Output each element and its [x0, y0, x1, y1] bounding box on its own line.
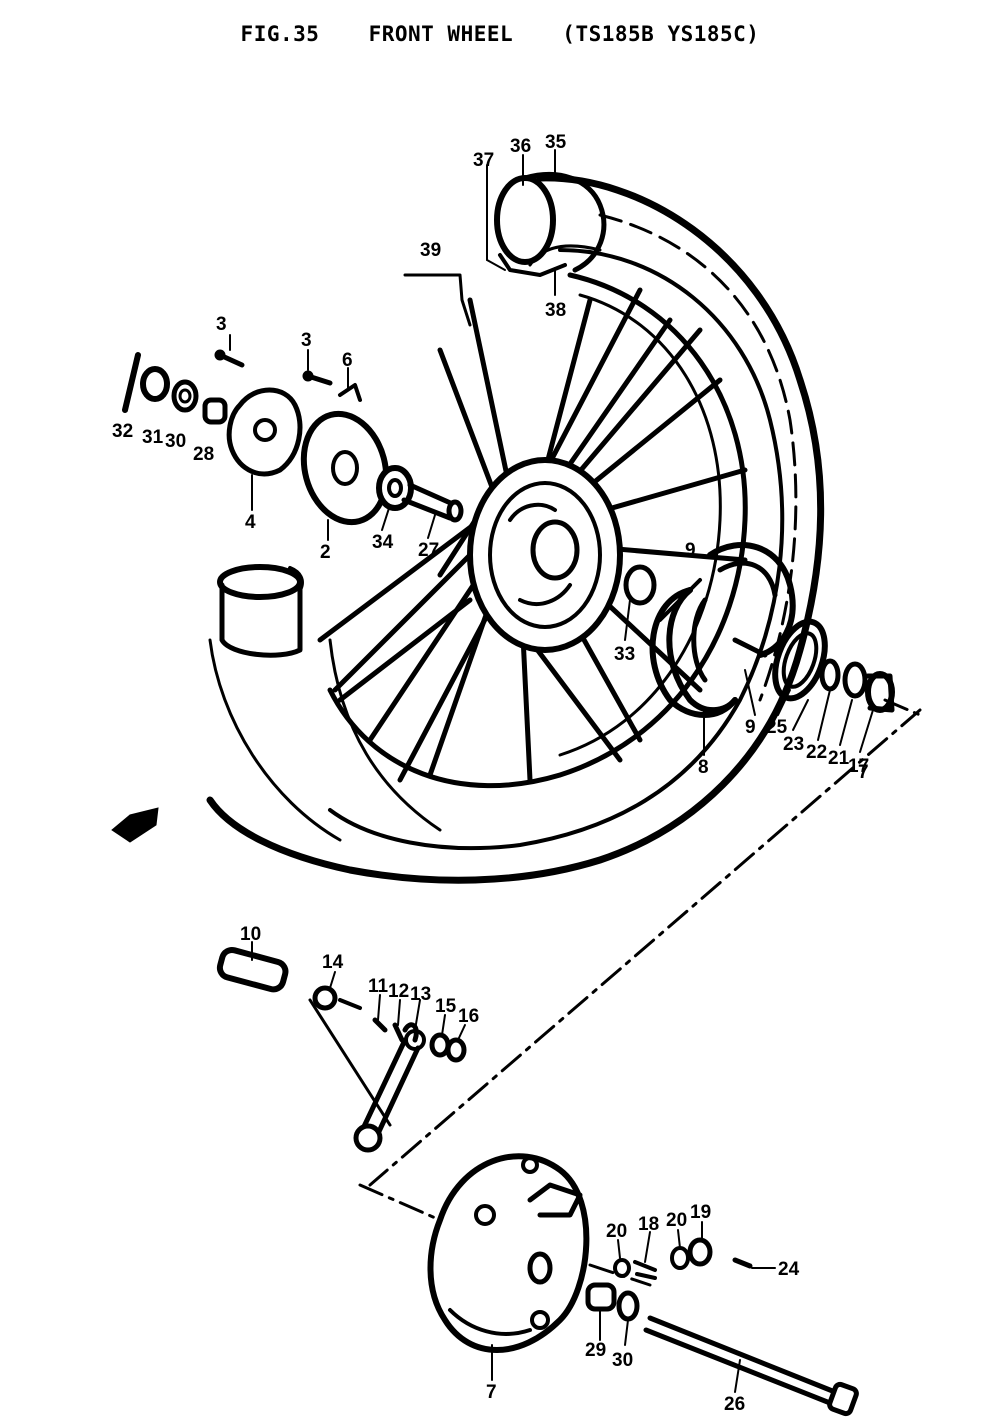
label-6: 6 — [342, 350, 353, 371]
label-20a: 20 — [606, 1221, 627, 1242]
label-15: 15 — [435, 996, 457, 1017]
wheel-hub — [467, 457, 657, 653]
label-36: 36 — [510, 136, 531, 157]
label-34: 34 — [372, 532, 394, 553]
label-25: 25 — [766, 717, 788, 738]
brake-shoes — [666, 542, 796, 714]
label-19: 19 — [690, 1202, 711, 1223]
label-9a: 9 — [685, 540, 696, 561]
brake-panel-front — [649, 578, 738, 718]
tire — [206, 174, 825, 884]
label-2: 2 — [320, 542, 331, 563]
label-3a: 3 — [216, 314, 227, 335]
label-8: 8 — [698, 757, 709, 778]
label-13: 13 — [410, 984, 431, 1005]
label-11: 11 — [368, 976, 389, 997]
rim — [327, 272, 748, 789]
label-21: 21 — [828, 748, 850, 769]
label-32: 32 — [112, 421, 133, 442]
assembly-center-lines — [358, 698, 922, 1287]
label-28: 28 — [193, 444, 214, 465]
label-4: 4 — [245, 512, 256, 533]
label-18: 18 — [638, 1214, 659, 1235]
figure-name: FRONT WHEEL — [368, 22, 514, 46]
label-16: 16 — [458, 1006, 479, 1027]
label-17: 17 — [848, 756, 869, 777]
label-9b: 9 — [745, 717, 756, 738]
label-3b: 3 — [301, 330, 312, 351]
label-30a: 30 — [165, 431, 186, 452]
label-7a: 7 — [858, 762, 869, 783]
front-direction-arrow-icon — [111, 807, 159, 843]
label-27: 27 — [418, 540, 439, 561]
label-23: 23 — [783, 734, 804, 755]
label-33: 33 — [614, 644, 635, 665]
label-7b: 7 — [486, 1382, 497, 1403]
label-35: 35 — [545, 132, 567, 153]
label-38: 38 — [545, 300, 566, 321]
figure-title: FIG.35 FRONT WHEEL (TS185B YS185C) — [0, 22, 1000, 46]
label-26: 26 — [724, 1394, 745, 1415]
label-10: 10 — [240, 924, 261, 945]
tire-section-lower — [217, 564, 304, 658]
left-side-parts — [122, 273, 472, 526]
figure-number: FIG.35 — [240, 22, 320, 46]
part-number-labels: 37 36 35 39 38 3 3 6 32 31 30 28 4 2 34 … — [112, 132, 869, 1415]
label-20b: 20 — [666, 1210, 687, 1231]
brake-panel-assembly — [216, 946, 859, 1417]
label-30b: 30 — [612, 1350, 633, 1371]
label-31: 31 — [142, 427, 164, 448]
label-24: 24 — [778, 1259, 800, 1280]
label-14: 14 — [322, 952, 344, 973]
label-leaders — [229, 149, 874, 1393]
label-37: 37 — [473, 150, 494, 171]
label-29: 29 — [585, 1340, 606, 1361]
rim-band-and-tube-section — [494, 172, 607, 277]
label-39: 39 — [420, 240, 441, 261]
label-12: 12 — [388, 981, 409, 1002]
figure-models: (TS185B YS185C) — [562, 22, 760, 46]
label-22: 22 — [806, 742, 827, 763]
